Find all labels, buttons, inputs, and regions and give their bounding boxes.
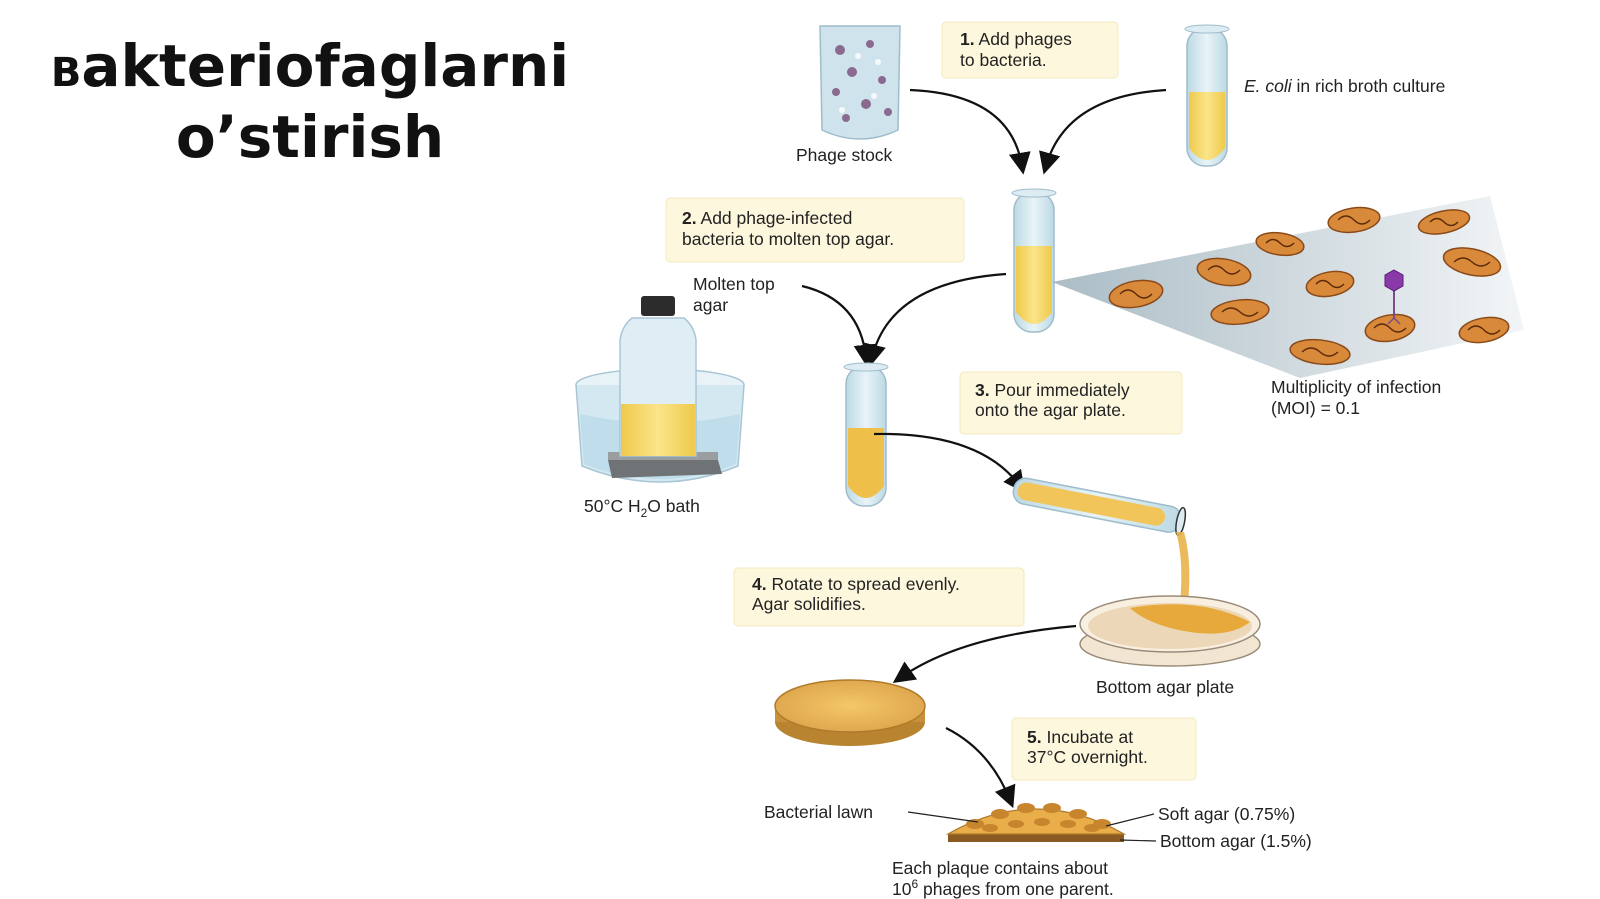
step-1-line2: to bacteria.	[960, 50, 1047, 70]
arrow-molten-agar-to-tube	[801, 284, 876, 367]
arrow-phage-to-tube	[909, 88, 1031, 175]
step-2-number: 2.	[682, 208, 697, 228]
step-5-line1: Incubate at	[1046, 727, 1133, 747]
svg-text:2. Add phage-infected: 2. Add phage-infected	[682, 208, 852, 228]
bottom-agar-leader	[1119, 839, 1157, 842]
top-agar-tube	[843, 362, 889, 507]
step-1-callout: 1. Add phages to bacteria.	[941, 21, 1119, 79]
bottom-agar-plate-label: Bottom agar plate	[1096, 677, 1234, 697]
step-4-number: 4.	[752, 574, 767, 594]
bath-label-pre: 50°C H	[584, 496, 641, 516]
arrow-tube-to-pour	[873, 432, 1026, 494]
svg-text:5. Incubate at: 5. Incubate at	[1027, 727, 1133, 747]
svg-text:3. Pour immediately: 3. Pour immediately	[975, 380, 1130, 400]
molten-top-agar-label-line1: Molten top	[693, 274, 775, 294]
step-1-number: 1.	[960, 29, 975, 49]
phage-stock-label: Phage stock	[796, 145, 893, 165]
step-5-line2: 37°C overnight.	[1027, 747, 1148, 767]
phage-stock-beaker	[819, 25, 901, 140]
pouring-tube	[1012, 477, 1190, 604]
moi-label-line1: Multiplicity of infection	[1271, 377, 1441, 397]
phage-particle-icon	[1384, 269, 1404, 325]
plaque-note-exponent: 6	[911, 877, 918, 891]
title-first-letter: B	[50, 50, 82, 96]
bath-label-post: O bath	[647, 496, 700, 516]
step-4-callout: 4. Rotate to spread evenly. Agar solidif…	[733, 567, 1025, 627]
solidified-plate	[774, 679, 926, 746]
soft-agar-leader	[1105, 813, 1155, 827]
soft-agar-label: Soft agar (0.75%)	[1158, 804, 1295, 824]
title-line1-rest: akteriofaglarni	[81, 32, 570, 100]
svg-text:E. coli in rich broth culture: E. coli in rich broth culture	[1244, 76, 1445, 96]
arrow-infected-to-tube	[864, 272, 1007, 367]
step-2-line2: bacteria to molten top agar.	[682, 229, 894, 249]
bottom-agar-plate	[1079, 595, 1261, 667]
arrow-solid-to-section	[945, 727, 1016, 809]
ecoli-species-label: E. coli	[1244, 76, 1293, 96]
bottom-agar-label: Bottom agar (1.5%)	[1160, 831, 1312, 851]
slide-title: Bakteriofaglarni o’stirish	[30, 34, 590, 169]
arrow-plate-to-solid	[892, 624, 1077, 684]
svg-text:50°C H2O bath: 50°C H2O bath	[584, 496, 700, 520]
molten-top-agar-label-line2: agar	[693, 295, 728, 315]
plate-cross-section	[945, 803, 1127, 842]
agar-bottle	[619, 296, 697, 457]
plaque-note-rest: phages from one parent.	[918, 879, 1114, 899]
step-1-line1: Add phages	[979, 29, 1073, 49]
step-2-callout: 2. Add phage-infected bacteria to molten…	[665, 197, 965, 263]
svg-text:4. Rotate to spread evenly.: 4. Rotate to spread evenly.	[752, 574, 960, 594]
step-3-line1: Pour immediately	[994, 380, 1129, 400]
arrow-ecoli-to-tube	[1039, 88, 1167, 175]
svg-text:106 phages from one parent.: 106 phages from one parent.	[892, 877, 1114, 899]
bath-label-sub: 2	[641, 506, 648, 520]
step-2-line1: Add phage-infected	[701, 208, 853, 228]
ecoli-culture-label: in rich broth culture	[1292, 76, 1446, 96]
infected-bacteria-cluster	[1108, 206, 1510, 366]
plaque-note-base: 10	[892, 879, 912, 899]
step-5-callout: 5. Incubate at 37°C overnight.	[1011, 717, 1197, 781]
bacterial-lawn-label: Bacterial lawn	[764, 802, 873, 822]
step-3-line2: onto the agar plate.	[975, 400, 1126, 420]
title-line2: o’stirish	[175, 103, 445, 171]
plaque-note-line1: Each plaque contains about	[892, 858, 1108, 878]
step-4-line1: Rotate to spread evenly.	[771, 574, 959, 594]
step-5-number: 5.	[1027, 727, 1042, 747]
step-4-line2: Agar solidifies.	[752, 594, 866, 614]
svg-text:1. Add phages: 1. Add phages	[960, 29, 1072, 49]
step-3-number: 3.	[975, 380, 990, 400]
bacterial-lawn-leader	[907, 811, 979, 823]
infected-culture-tube	[1011, 188, 1057, 333]
ecoli-broth-tube	[1184, 24, 1230, 167]
moi-label-line2: (MOI) = 0.1	[1271, 398, 1360, 418]
step-3-callout: 3. Pour immediately onto the agar plate.	[959, 371, 1183, 435]
